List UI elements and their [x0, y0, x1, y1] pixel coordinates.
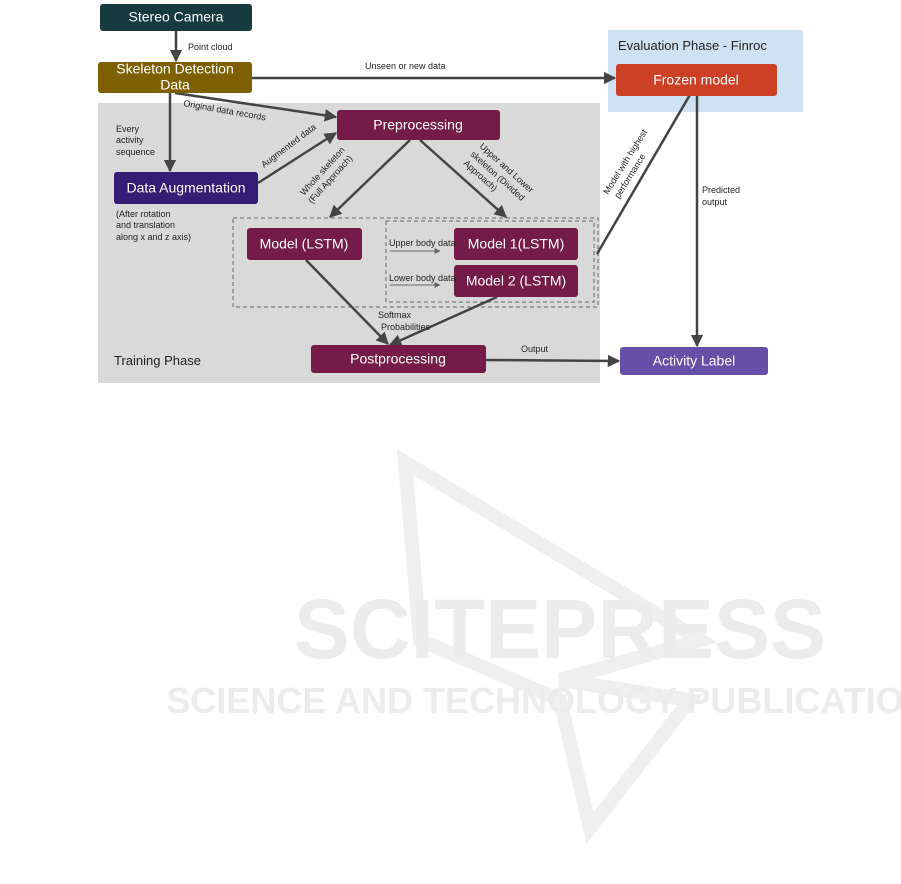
svg-text:Activity Label: Activity Label: [653, 353, 735, 369]
skeleton-detection-node: Skeleton Detection Data: [98, 61, 252, 93]
stereo-camera-node: Stereo Camera: [100, 4, 252, 31]
predicted-output-label-2: output: [702, 197, 728, 207]
watermark-subtitle: SCIENCE AND TECHNOLOGY PUBLICATIONS: [166, 680, 901, 721]
small-arrows: [390, 248, 441, 288]
svg-text:Model 2 (LSTM): Model 2 (LSTM): [466, 273, 566, 289]
svg-text:Frozen model: Frozen model: [653, 72, 739, 88]
after-rotation-label-2: and translation: [116, 220, 175, 230]
postprocessing-node: Postprocessing: [311, 345, 486, 373]
arrows: [163, 31, 704, 368]
evaluation-phase-label: Evaluation Phase - Finroc: [618, 38, 767, 53]
lower-body-label: Lower body data: [389, 273, 456, 283]
models-group: [232, 217, 599, 308]
svg-text:Model (LSTM): Model (LSTM): [260, 236, 349, 252]
divided-models-group: [385, 220, 595, 303]
watermark-title: SCITEPRESS: [294, 582, 826, 676]
unseen-data-label: Unseen or new data: [365, 61, 446, 71]
watermark: SCITEPRESS SCIENCE AND TECHNOLOGY PUBLIC…: [166, 448, 901, 844]
softmax-label-1: Softmax: [378, 310, 412, 320]
training-phase-label: Training Phase: [114, 353, 201, 368]
output-label: Output: [521, 344, 549, 354]
every-label-1: Every: [116, 124, 140, 134]
svg-text:Stereo Camera: Stereo Camera: [129, 9, 224, 25]
upper-body-label: Upper body data: [389, 238, 456, 248]
frozen-model-node: Frozen model: [616, 64, 777, 96]
activity-label-node: Activity Label: [620, 347, 768, 375]
svg-text:Model 1(LSTM): Model 1(LSTM): [468, 236, 564, 252]
point-cloud-label: Point cloud: [188, 42, 233, 52]
model-lstm-node: Model (LSTM): [247, 228, 362, 260]
svg-text:Data Augmentation: Data Augmentation: [126, 180, 245, 196]
model2-lstm-node: Model 2 (LSTM): [454, 265, 578, 297]
after-rotation-label-1: (After rotation: [116, 209, 171, 219]
data-augmentation-node: Data Augmentation: [114, 172, 258, 204]
model1-lstm-node: Model 1(LSTM): [454, 228, 578, 260]
after-rotation-label-3: along x and z axis): [116, 232, 191, 242]
every-label-3: sequence: [116, 147, 155, 157]
preprocessing-node: Preprocessing: [337, 110, 500, 140]
svg-text:Skeleton Detection: Skeleton Detection: [116, 61, 234, 77]
svg-text:Postprocessing: Postprocessing: [350, 351, 446, 367]
svg-text:Preprocessing: Preprocessing: [373, 117, 463, 133]
svg-text:Data: Data: [160, 77, 190, 93]
predicted-output-label-1: Predicted: [702, 185, 740, 195]
softmax-label-2: Probabilities: [381, 322, 431, 332]
every-label-2: activity: [116, 135, 144, 145]
